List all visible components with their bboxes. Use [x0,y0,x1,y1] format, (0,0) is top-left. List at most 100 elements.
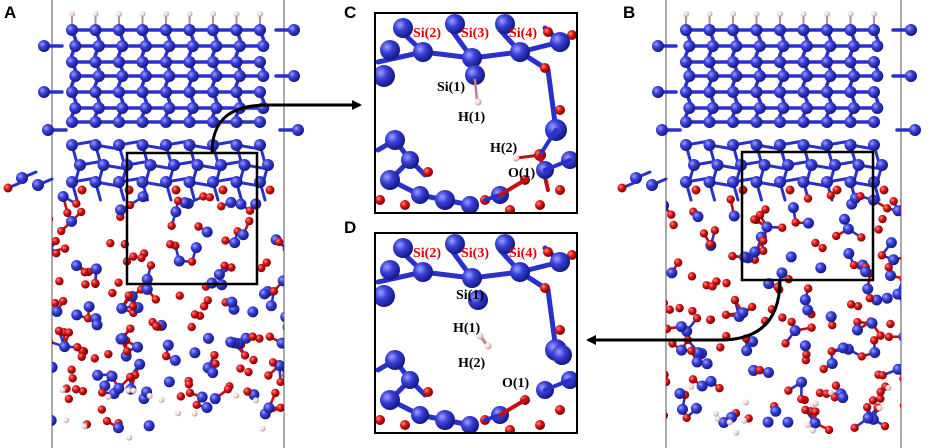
atom-label-si1: Si(1) [437,80,465,95]
silicon-atom [288,70,300,82]
oxygen-atom [265,185,275,195]
silicon-atom [277,275,284,287]
atom-label-h2: H(2) [490,141,518,156]
silicon-atom [97,159,110,171]
oxygen-atom [71,385,81,394]
oxygen-atom [505,425,515,433]
oxygen-atom [129,252,138,261]
oxygen-atom [832,185,842,195]
hydrogen-atom [233,392,240,399]
hydrogen-atom [146,392,153,399]
silicon-atom [66,215,78,227]
oxygen-atom [282,371,284,379]
silicon-atom [905,24,917,36]
silicon-atom [254,86,266,98]
oxygen-atom [687,346,696,356]
hydrogen-atom [683,11,689,17]
silicon-atom [696,380,708,392]
oxygen-atom [705,315,715,325]
silicon-atom [160,139,172,151]
hydrogen-atom [116,11,122,17]
bond [666,326,669,331]
silicon-atom [136,56,149,68]
oxygen-atom [211,359,220,368]
silicon-atom [821,116,833,128]
oxygen-atom [730,295,740,305]
silicon-atom [139,40,152,52]
oxygen-atom [173,196,183,205]
silicon-atom [787,202,799,214]
oxygen-atom [535,420,545,430]
oxygen-atom [682,413,691,423]
silicon-atom [550,32,570,52]
oxygen-atom [889,197,898,206]
oxygen-atom [706,240,715,249]
silicon-atom [183,176,196,188]
silicon-atom [435,410,455,430]
silicon-atom [730,70,743,82]
oxygen-atom [721,310,731,320]
oxygen-atom [192,400,201,410]
silicon-atom [868,139,880,151]
hydrogen-atom [474,98,482,106]
silicon-atom [650,219,661,230]
oxygen-atom [248,332,257,341]
oxygen-atom [901,402,909,410]
silicon-atom [705,375,717,387]
silicon-atom [797,116,810,128]
oxygen-atom [884,332,894,342]
silicon-atom [92,369,104,381]
silicon-atom [630,172,642,184]
oxygen-atom [853,317,862,327]
silicon-atom [69,40,82,52]
silicon-atom [445,14,465,34]
silicon-atom [183,86,196,98]
silicon-atom [805,159,818,171]
silicon-atom [191,159,204,171]
bond [904,211,907,212]
oxygen-atom [37,281,45,289]
hydrogen-atom [827,389,834,396]
oxygen-atom [97,388,107,397]
oxygen-atom [285,328,293,336]
silicon-atom [210,40,223,52]
hydrogen-atom [706,11,713,17]
silicon-atom [210,102,223,114]
silicon-atom [785,251,797,263]
oxygen-atom [761,205,770,214]
silicon-atom [207,176,219,188]
silicon-atom [134,358,146,370]
silicon-atom [115,204,127,216]
silicon-atom [652,86,664,98]
silicon-atom [230,86,243,98]
oxygen-atom [826,191,835,200]
bond [543,378,572,392]
silicon-atom [116,302,128,314]
oxygen-atom [55,277,64,286]
silicon-atom [826,357,838,369]
silicon-atom [183,56,196,68]
oxygen-atom [535,200,545,210]
oxygen-atom [128,302,138,311]
oxygen-atom [828,321,837,330]
oxygen-atom [90,278,100,288]
hydrogen-atom [876,404,883,411]
silicon-atom [844,176,857,188]
oxygen-atom [567,30,577,40]
oxygen-atom [878,371,887,380]
silicon-atom [680,24,692,36]
silicon-atom [802,304,814,316]
silicon-atom [797,86,810,98]
silicon-atom [74,159,86,171]
silicon-atom [189,347,201,359]
oxygen-atom [688,375,698,384]
oxygen-atom [57,226,66,236]
silicon-atom [116,333,128,345]
bond [286,317,290,332]
oxygen-atom [400,200,410,210]
silicon-atom [207,24,219,36]
oxygen-atom [166,240,175,249]
oxygen-atom [249,355,258,365]
oxygen-atom [223,384,233,394]
silicon-atom [57,191,69,203]
